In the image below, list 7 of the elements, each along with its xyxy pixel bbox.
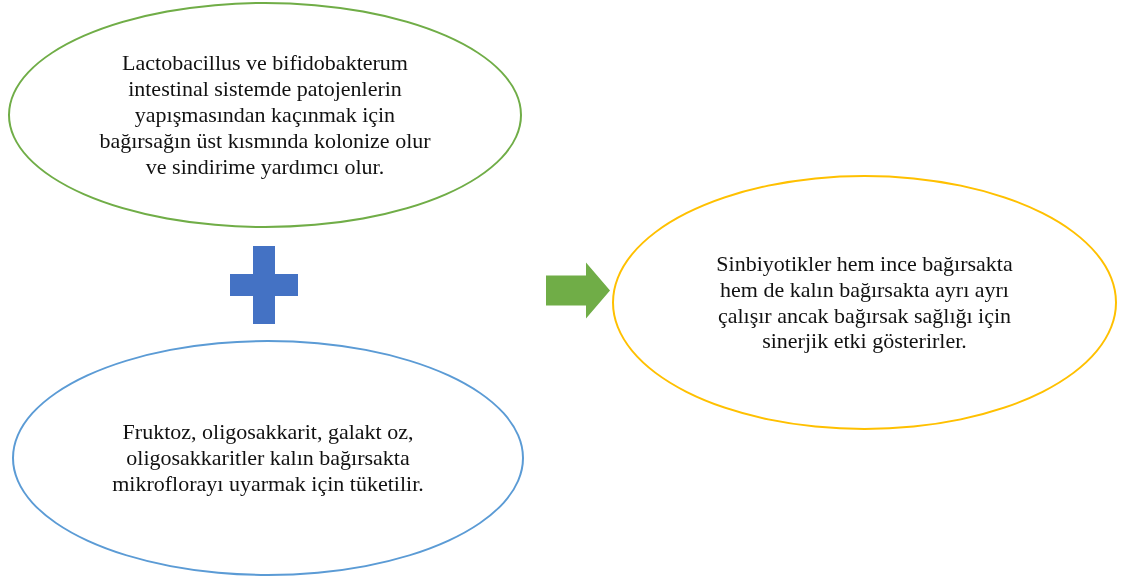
ellipse <box>12 340 524 576</box>
ellipse <box>8 2 522 228</box>
ellipse-text: Fruktoz, oligosakkarit, galakt oz, oligosakkaritler kalın bağırsakta mikroflorayı uyarmak için tüketilir. <box>111 419 425 497</box>
arrow <box>546 262 610 319</box>
ellipse <box>612 175 1117 430</box>
ellipse-text: Lactobacillus ve bifidobakterum intestinal sistemde patojenlerin yapışmasından kaçınmak için bağırsağın üst kısmında kolonize olur ve sindirime yardımcı olur. <box>98 50 432 180</box>
ellipse-text: Sinbiyotikler hem ince bağırsakta hem de kalın bağırsakta ayrı ayrı çalışır ancak bağırsak sağlığı için sinerjik etki gösterirler. <box>715 250 1014 355</box>
